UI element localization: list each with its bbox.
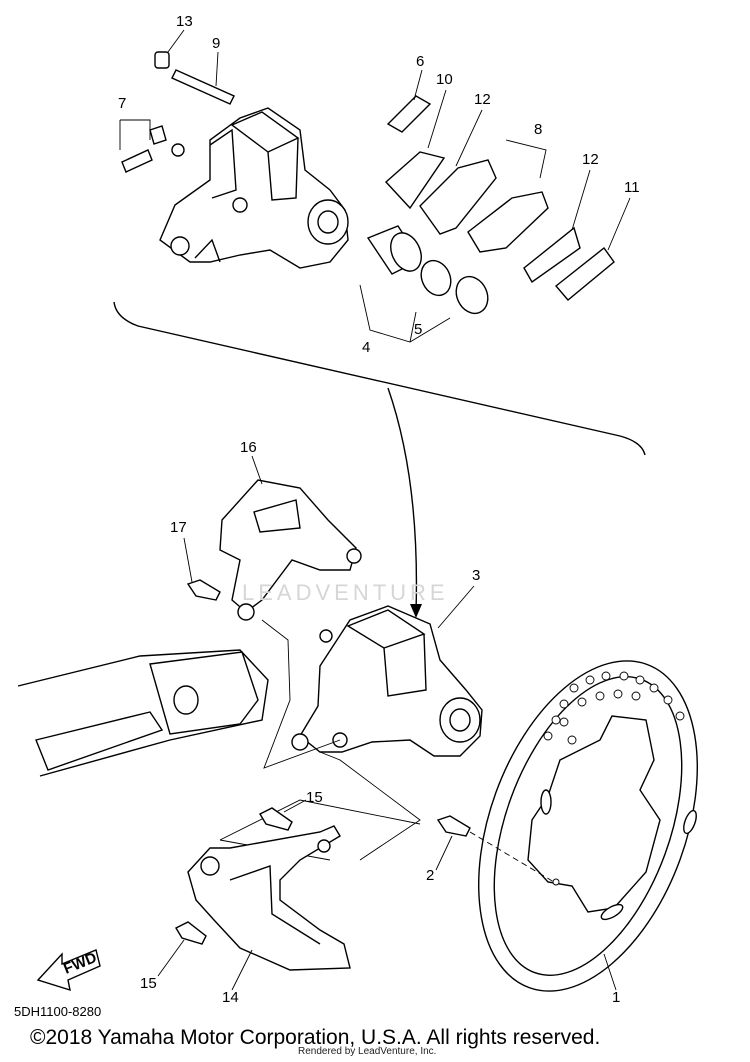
callout-2: 2: [426, 867, 434, 884]
plug-13: [154, 51, 170, 69]
bleed-screw-7: [119, 119, 185, 173]
callout-9: 9: [212, 35, 220, 52]
callout-15b: 15: [140, 975, 157, 992]
brake-pad-8: [467, 191, 549, 253]
pad-clip-6: [386, 95, 432, 133]
callout-11: 11: [624, 179, 640, 196]
callout-5: 5: [414, 321, 422, 338]
callout-3: 3: [472, 567, 480, 584]
swingarm: [17, 649, 269, 777]
lower-caliper-3: [291, 605, 483, 757]
copyright-notice: ©2018 Yamaha Motor Corporation, U.S.A. A…: [30, 1026, 601, 1049]
upper-caliper: [159, 107, 349, 269]
callout-1: 1: [612, 989, 620, 1006]
slide-pin-9: [171, 69, 235, 105]
callout-6: 6: [416, 53, 424, 70]
callout-12a: 12: [474, 91, 491, 108]
brake-disc-1: [478, 660, 698, 992]
watermark: LEADVENTURE: [242, 580, 449, 605]
seal-5a: [420, 259, 452, 297]
brake-pad-12a: [419, 159, 497, 235]
callouts: 13 9 7 6 10 12 8 12 11 4 5 16 17 3 15 2 …: [118, 13, 640, 1006]
callout-13: 13: [176, 13, 193, 30]
pad-spring-10: [385, 151, 446, 210]
callout-12b: 12: [582, 151, 599, 168]
detail-arrow-head: [410, 604, 422, 618]
callout-15a: 15: [306, 789, 323, 806]
bolt-17: [186, 579, 221, 601]
bolt-15a: [259, 807, 293, 831]
callout-16: 16: [240, 439, 257, 456]
disc-bolt-2: [436, 815, 471, 837]
callout-17: 17: [170, 519, 187, 536]
callout-7: 7: [118, 95, 126, 112]
rendered-by-notice: Rendered by LeadVenture, Inc.: [298, 1046, 437, 1057]
callout-10: 10: [436, 71, 453, 88]
fwd-arrow: FWD: [36, 949, 101, 992]
callout-14: 14: [222, 989, 239, 1006]
disc-guard-14: [187, 825, 351, 971]
callout-8: 8: [534, 121, 542, 138]
detail-arrow: [387, 387, 418, 613]
pad-shim-11: [554, 246, 615, 301]
callout-4: 4: [362, 339, 370, 356]
detail-bracket: [113, 301, 646, 456]
seal-5b: [455, 275, 489, 315]
brake-pad-12b: [523, 226, 581, 284]
drawing-code: 5DH1100-8280: [14, 1004, 102, 1019]
piston-4: [366, 225, 422, 275]
bolt-15b: [175, 921, 207, 945]
